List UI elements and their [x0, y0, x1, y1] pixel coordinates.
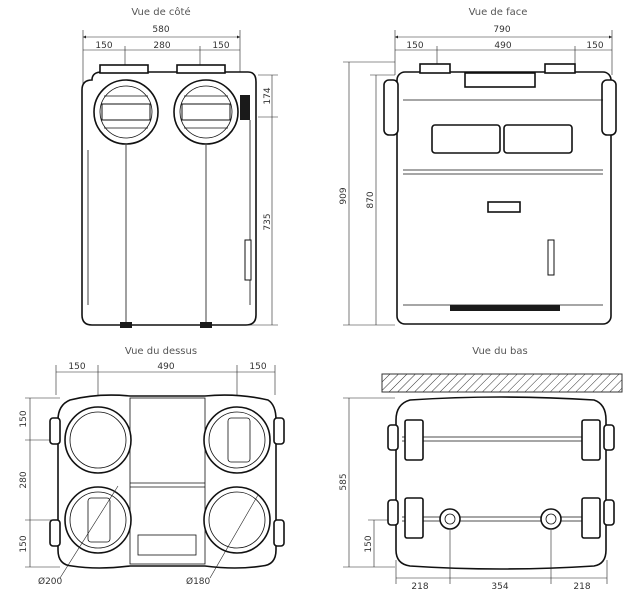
front-view-title: Vue de face: [469, 7, 528, 18]
top-height-part-3: 150: [19, 535, 29, 552]
bottom-view: Vue du bas 585 150 218 354: [339, 346, 623, 592]
top-view-title: Vue du dessus: [125, 346, 197, 357]
bottom-bracket-3: [404, 497, 424, 539]
top-diameter-left: Ø200: [38, 576, 63, 587]
ceiling-hatch: [381, 373, 623, 393]
top-center-panel: [129, 397, 206, 565]
front-filter-right: [503, 124, 573, 154]
top-duct-1: [64, 406, 132, 474]
bottom-width-part-2: 354: [491, 582, 508, 592]
front-control-panel: [464, 72, 536, 88]
side-height-main: 735: [263, 213, 273, 230]
front-width-part-2: 490: [494, 41, 511, 51]
top-width-part-2: 490: [157, 362, 174, 372]
front-width-part-1: 150: [406, 41, 423, 51]
side-width-part-1: 150: [95, 41, 112, 51]
bottom-drain-left: [439, 508, 461, 530]
front-unit-body: [396, 71, 612, 325]
top-diameter-right: Ø180: [186, 576, 211, 587]
top-view: Vue du dessus 150 490 150 150 280 150: [19, 346, 285, 587]
bottom-view-title: Vue du bas: [472, 346, 527, 357]
side-duct-right: [173, 79, 239, 145]
side-width-part-2: 280: [153, 41, 170, 51]
front-height-total: 909: [339, 187, 349, 204]
front-handle-right: [601, 79, 617, 136]
bottom-width-part-3: 218: [573, 582, 590, 592]
bottom-bracket-4: [581, 497, 601, 539]
top-duct-4: [203, 486, 271, 554]
bottom-height-total: 585: [339, 473, 349, 490]
top-width-part-1: 150: [68, 362, 85, 372]
side-view: Vue de côté 580 150 280 150 174 735: [81, 6, 278, 328]
side-spigot-right: [176, 64, 226, 74]
front-view: Vue de face 790 150 490 150 909 870: [339, 7, 617, 326]
side-spigot-left: [99, 64, 149, 74]
bottom-unit-body: [395, 396, 607, 570]
front-filter-left: [431, 124, 501, 154]
top-height-part-1: 150: [19, 410, 29, 427]
front-height-body: 870: [366, 191, 376, 208]
side-duct-left: [93, 79, 159, 145]
bottom-height-small: 150: [364, 535, 374, 552]
front-door-handle: [487, 201, 521, 213]
top-duct-2: [203, 406, 271, 474]
side-height-top: 174: [263, 87, 273, 104]
top-height-part-2: 280: [19, 471, 29, 488]
bottom-drain-right: [540, 508, 562, 530]
side-view-title: Vue de côté: [131, 6, 190, 18]
side-width-part-3: 150: [212, 41, 229, 51]
top-width-part-3: 150: [249, 362, 266, 372]
bottom-bracket-2: [581, 419, 601, 461]
side-width-total: 580: [152, 25, 169, 35]
bottom-width-part-1: 218: [411, 582, 428, 592]
top-duct-3: [64, 486, 132, 554]
front-handle-left: [383, 79, 399, 136]
front-width-part-3: 150: [586, 41, 603, 51]
bottom-bracket-1: [404, 419, 424, 461]
side-label-plate: [240, 95, 250, 120]
front-width-total: 790: [493, 25, 510, 35]
